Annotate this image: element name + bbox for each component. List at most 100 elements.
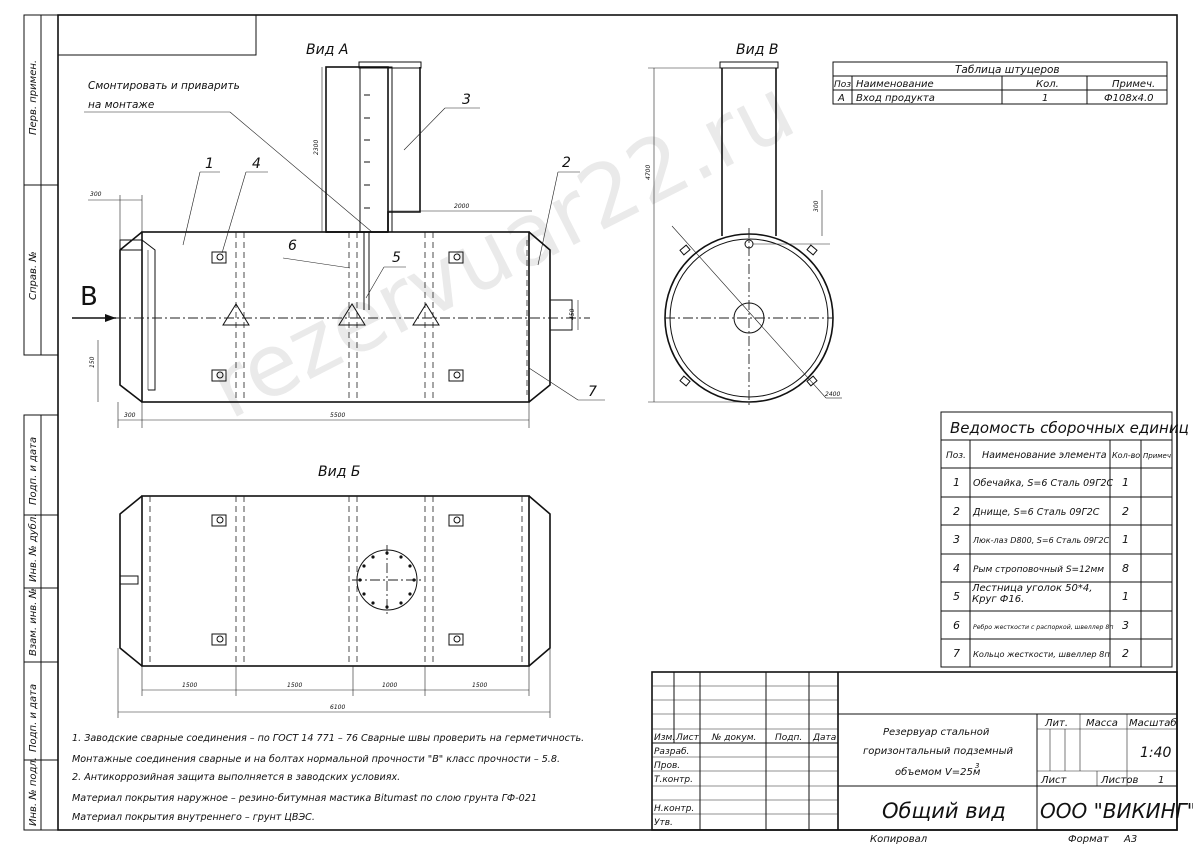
- tb-product-1: Резервуар стальной: [883, 727, 990, 738]
- tb-role: Т.контр.: [654, 775, 693, 785]
- assembly-qty: 1: [1122, 590, 1129, 603]
- tb-col-label: № докум.: [711, 733, 756, 743]
- nozzle-table-title: Таблица штуцеров: [955, 64, 1060, 76]
- view-v: Вид В 4700 300 2400: [645, 42, 842, 405]
- nozzle-cell: А: [837, 93, 845, 104]
- dim-2300: 2300: [313, 140, 320, 155]
- title-block: Изм. Лист № докум. Подп. Дата Разраб. Пр…: [651, 671, 1193, 845]
- callout-5: 5: [392, 250, 401, 266]
- ladder: [363, 94, 370, 310]
- assembly-header: Кол-во: [1112, 451, 1140, 460]
- tb-product-sup: 3: [975, 762, 979, 770]
- assembly-pos: 6: [953, 619, 960, 632]
- side-label: Инв. № дубл.: [27, 514, 39, 582]
- assembly-qty: 1: [1122, 476, 1129, 489]
- side-stamp: Перв. примен. Справ. № Подп. и дата Инв.…: [23, 14, 59, 831]
- tb-sheets: Листов: [1100, 775, 1138, 786]
- dim-5500: 5500: [330, 412, 345, 419]
- assembly-header: Поз.: [946, 451, 966, 461]
- tb-company: ООО "ВИКИНГ": [1040, 799, 1193, 823]
- dim-2000: 2000: [454, 203, 469, 210]
- tb-role: Разраб.: [654, 747, 689, 757]
- assembly-pos: 3: [953, 533, 960, 546]
- side-label: Подп. и дата: [28, 437, 39, 505]
- view-b: Вид Б 1500 1500 1000: [117, 464, 551, 718]
- tb-scale: Масштаб: [1129, 717, 1177, 729]
- tb-role: Н.контр.: [654, 804, 694, 814]
- assembly-name: Люк-лаз D800, S=6 Сталь 09Г2С: [972, 536, 1109, 545]
- dim-1500a: 1500: [182, 682, 197, 689]
- view-a: Вид А Смонтировать и приварить на монтаж…: [72, 42, 605, 428]
- nozzle-header: Поз.: [834, 80, 854, 90]
- callout-2: 2: [562, 155, 571, 171]
- side-label: Взам. инв. №: [28, 588, 39, 656]
- assembly-name: Кольцо жесткости, швеллер 8п: [973, 649, 1110, 659]
- tb-col-label: Лист: [675, 733, 700, 743]
- dim-4700: 4700: [645, 165, 652, 180]
- note-line: 2. Антикоррозийная защита выполняется в …: [72, 772, 400, 783]
- view-a-title: Вид А: [306, 42, 348, 58]
- nozzle-cell: 1: [1042, 93, 1048, 104]
- assembly-qty: 1: [1122, 533, 1129, 546]
- side-label: Инв. № подл.: [28, 757, 39, 826]
- view-b-title: Вид Б: [318, 464, 360, 480]
- assembly-qty: 3: [1122, 619, 1129, 632]
- assembly-pos: 1: [953, 476, 960, 489]
- assembly-pos: 5: [953, 590, 960, 603]
- assembly-pos: 4: [953, 562, 960, 575]
- tb-lit: Лит.: [1044, 718, 1068, 729]
- tb-sheet: Лист: [1040, 775, 1068, 786]
- tb-format-value: А3: [1123, 834, 1137, 845]
- assembly-header: Наименование элемента: [982, 450, 1107, 461]
- tb-role: Пров.: [654, 761, 680, 771]
- note-line: Материал покрытия наружное – резино-биту…: [72, 792, 537, 804]
- nozzle-header: Кол.: [1036, 79, 1059, 90]
- tb-product-3: объемом V=25м: [895, 766, 981, 778]
- note-line: Материал покрытия внутреннего – грунт ЦВ…: [72, 812, 315, 823]
- assembly-name: Рым строповочный S=12мм: [973, 565, 1104, 575]
- side-label: Перв. примен.: [28, 60, 39, 135]
- assembly-table: Ведомость сборочных единиц Поз. Наименов…: [940, 411, 1189, 668]
- mount-note-1: Смонтировать и приварить: [88, 80, 240, 92]
- callout-6: 6: [288, 238, 297, 254]
- assembly-pos: 2: [953, 505, 960, 518]
- manhole-bolts: [358, 551, 416, 609]
- note-line: Монтажные соединения сварные и на болтах…: [72, 753, 560, 765]
- nozzle-cell: Ф108х4.0: [1104, 93, 1154, 104]
- side-label: Справ. №: [28, 251, 39, 300]
- dim-1000: 1000: [382, 682, 397, 689]
- tb-mass: Масса: [1086, 718, 1118, 729]
- tb-col-label: Изм.: [654, 733, 675, 743]
- tb-col-label: Подп.: [775, 733, 802, 743]
- assembly-pos: 7: [953, 647, 960, 660]
- nozzle-header: Наименование: [856, 79, 934, 90]
- dim-300c: 300: [813, 200, 820, 212]
- watermark: rezervuar22.ru: [194, 59, 810, 439]
- technical-notes: 1. Заводские сварные соединения – по ГОС…: [72, 733, 584, 823]
- tb-copied: Копировал: [870, 834, 928, 845]
- dim-300: 300: [90, 191, 102, 198]
- assembly-table-title: Ведомость сборочных единиц: [950, 419, 1189, 437]
- top-left-box: [57, 14, 257, 56]
- tb-sheets-value: 1: [1158, 775, 1164, 786]
- tb-format: Формат: [1068, 834, 1110, 845]
- mount-note-2: на монтаже: [88, 99, 154, 111]
- tb-col-label: Дата: [812, 733, 836, 743]
- assembly-name: Обечайка, S=6 Сталь 09Г2С: [973, 478, 1114, 489]
- view-v-title: Вид В: [736, 42, 778, 58]
- tb-drawing-name: Общий вид: [882, 799, 1006, 823]
- arrow-b-label: В: [80, 282, 98, 312]
- dim-1500c: 1500: [472, 682, 487, 689]
- callout-4: 4: [252, 156, 261, 172]
- note-line: 1. Заводские сварные соединения – по ГОС…: [72, 733, 584, 744]
- assembly-name: Днище, S=6 Сталь 09Г2С: [972, 507, 1100, 518]
- assembly-qty: 2: [1122, 505, 1129, 518]
- callout-1: 1: [205, 156, 214, 172]
- tb-product-2: горизонтальный подземный: [863, 746, 1014, 757]
- assembly-qty: 2: [1122, 647, 1129, 660]
- nozzle-table: Таблица штуцеров Поз. Наименование Кол. …: [832, 61, 1168, 105]
- callout-7: 7: [588, 384, 597, 400]
- side-label: Подп. и дата: [28, 684, 39, 752]
- nozzle-header: Примеч.: [1112, 79, 1155, 90]
